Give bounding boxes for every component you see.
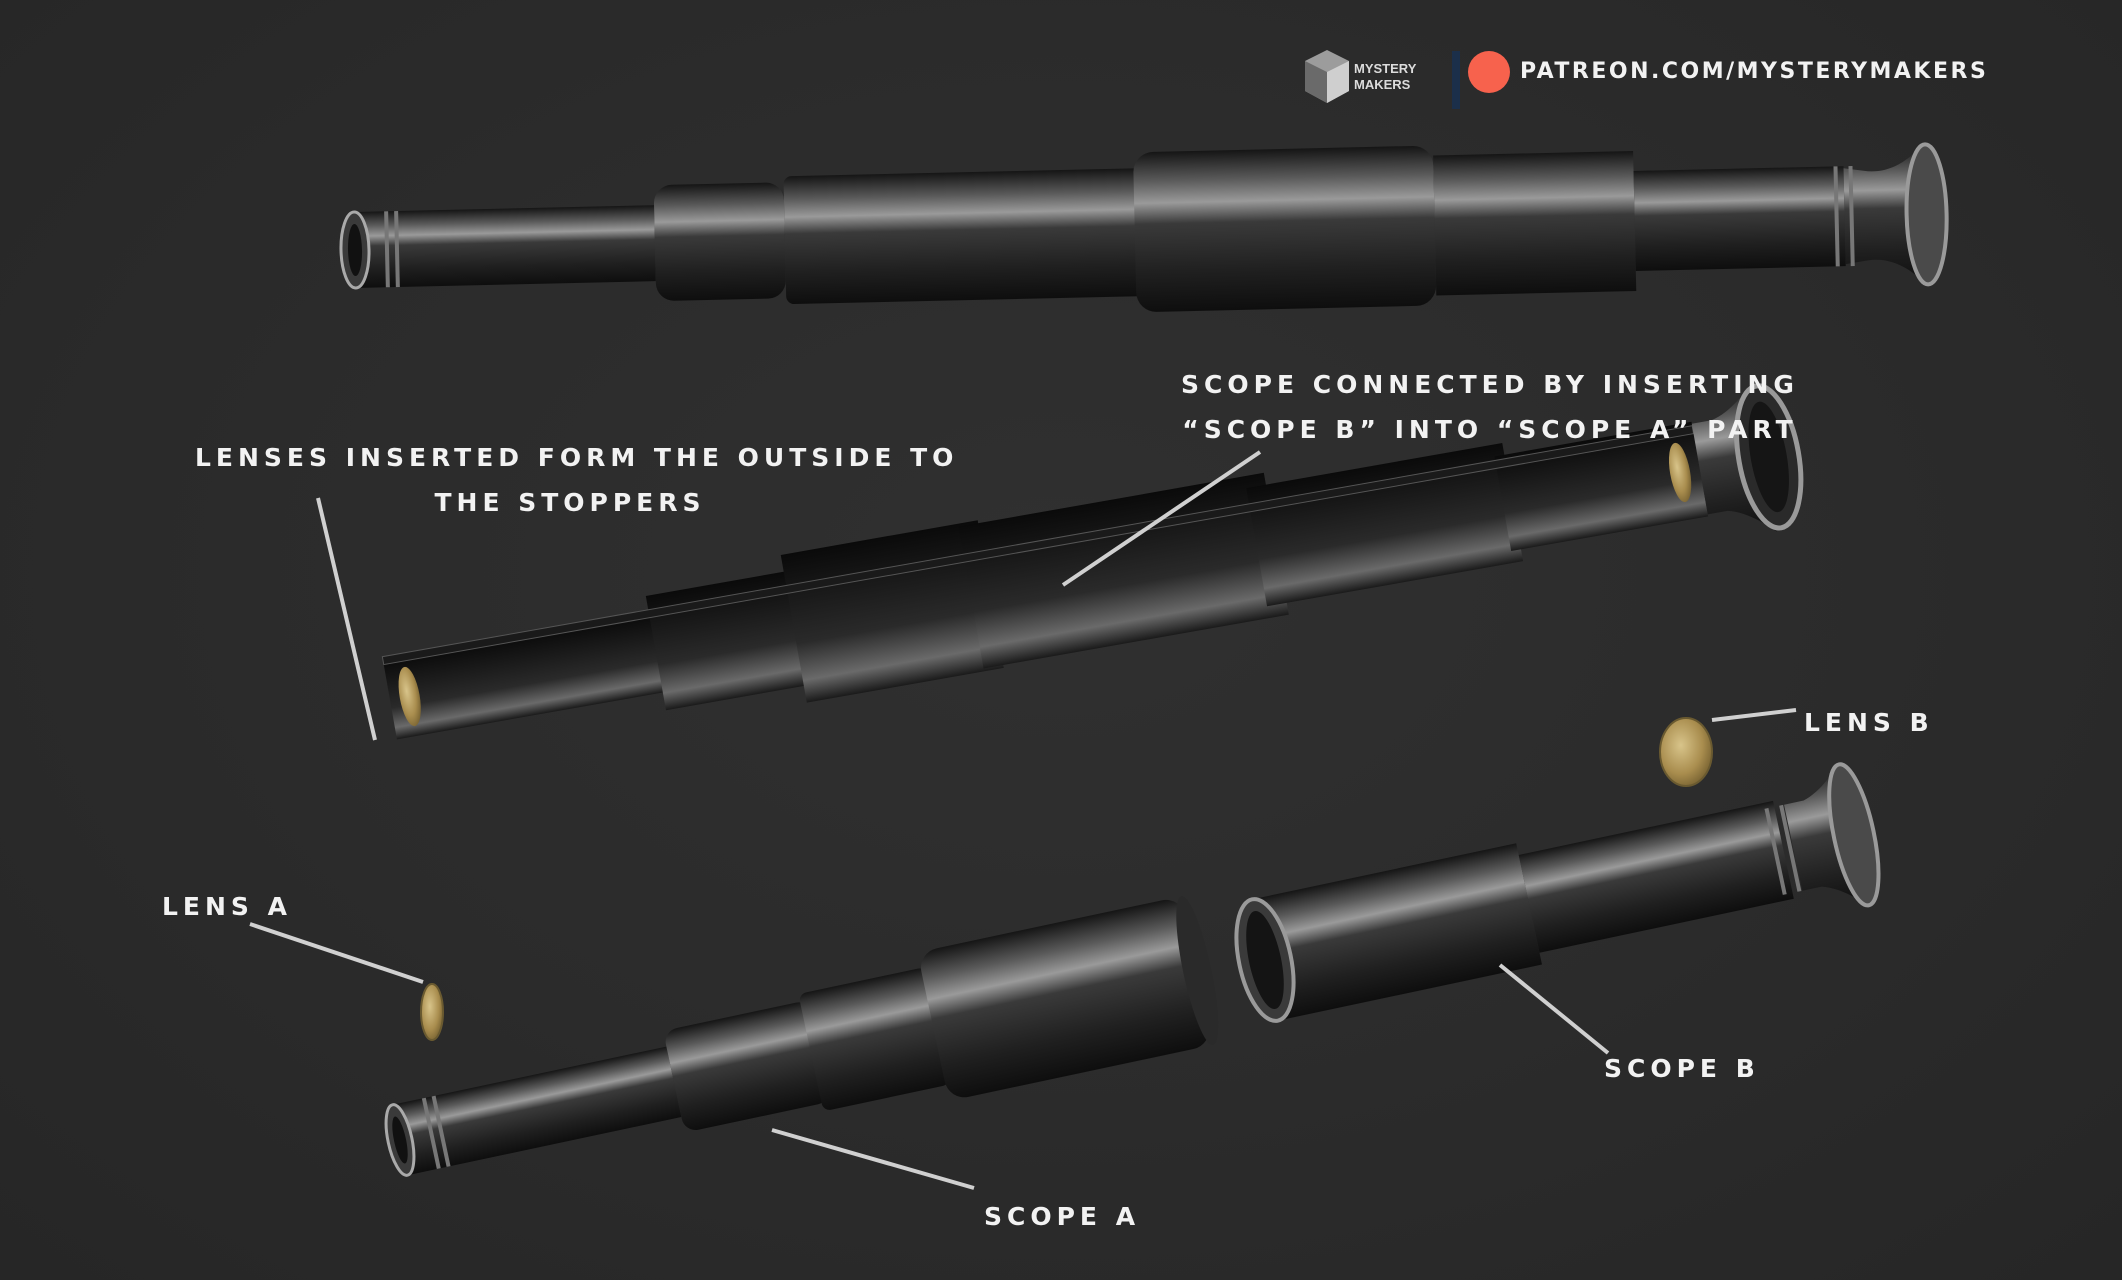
lens-a-label: LENS A [162,892,292,921]
leader-scope-a [771,1128,975,1190]
scope-b-label: SCOPE B [1604,1054,1760,1083]
leader-lens-b [1711,708,1797,722]
lenses-annotation-line2: THE STOPPERS [434,488,706,517]
brand-header: MYSTERY MAKERS PATREON.COM/MYSTERYMAKERS [1300,45,2020,115]
logo-line1: MYSTERY [1354,61,1417,76]
patreon-url[interactable]: PATREON.COM/MYSTERYMAKERS [1520,59,1989,84]
lens-a [420,983,444,1041]
lens-b-label: LENS B [1804,708,1934,737]
lenses-annotation-line1: LENSES INSERTED FORM THE OUTSIDE TO [195,443,959,472]
scope-connect-annotation: SCOPE CONNECTED BY INSERTING “SCOPE B” I… [1170,362,1810,452]
logo-line2: MAKERS [1354,77,1411,92]
leader-scope-b [1498,963,1610,1055]
leader-lenses [316,497,377,741]
lens-a-installed [398,666,421,727]
lens-b [1659,717,1713,787]
scope-a-label: SCOPE A [984,1202,1141,1231]
lenses-annotation: LENSES INSERTED FORM THE OUTSIDE TO THE … [195,435,959,525]
brand-separator [1452,51,1460,109]
cutaway-scope [381,383,1804,740]
leader-lens-a [249,922,424,984]
mystery-makers-logo: MYSTERY MAKERS [1305,50,1417,103]
scope-connect-line1: SCOPE CONNECTED BY INSERTING [1181,370,1799,399]
scope-b-part [1234,762,1881,1023]
lens-b-installed [1668,442,1692,503]
scope-connect-line2: “SCOPE B” INTO “SCOPE A” PART [1182,415,1798,444]
assembled-scope [339,142,1949,312]
leader-scope-connect [1061,450,1262,587]
scope-a-part [384,896,1219,1177]
patreon-icon [1468,51,1510,93]
